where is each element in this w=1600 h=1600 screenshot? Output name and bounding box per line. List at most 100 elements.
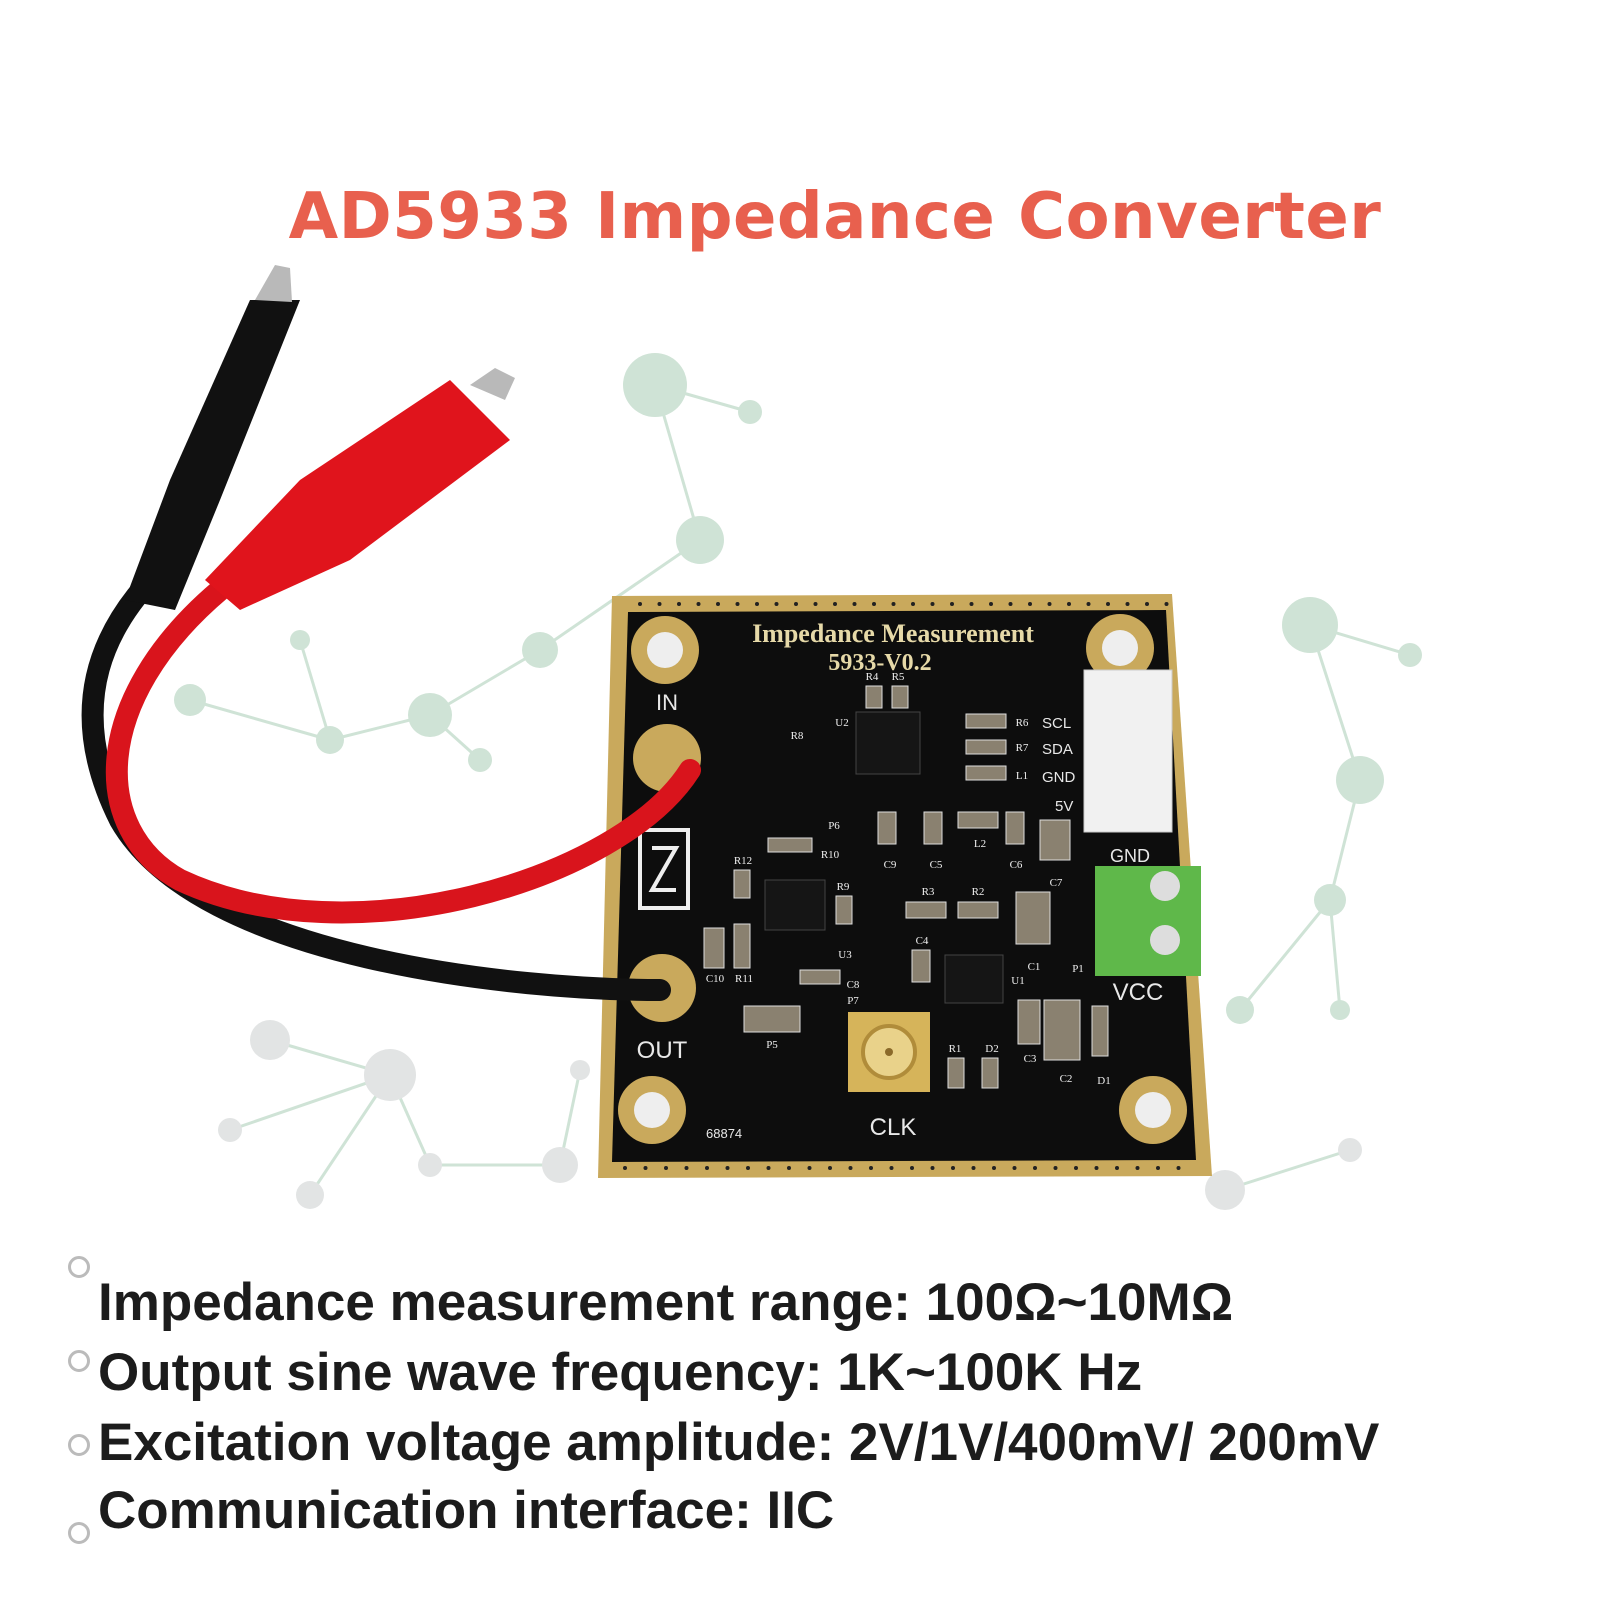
smd-component [965,713,1007,729]
designator: C7 [1050,877,1063,889]
network-node [570,1060,590,1080]
network-node [522,632,558,668]
designator: R5 [892,671,905,683]
network-link [539,538,701,652]
network-node [1338,1138,1362,1162]
network-node [623,353,687,417]
red-wire [105,579,701,924]
label-vcc: VCC [1113,979,1164,1006]
smd-component [1017,999,1041,1045]
smd-component [1015,891,1051,945]
network-link [229,1073,391,1132]
network-link [189,698,331,742]
network-node [174,684,206,716]
pcb-board: Impedance Measurement 5933-V0.2 IN OUT C… [598,594,1212,1178]
smd-component [957,811,999,829]
smd-component [891,685,909,709]
bullet-icon [68,1434,90,1456]
component-designators: R4 R5 U2 R8 R6 R7 L1 P6 C9 C5 L2 C6 C7 R… [706,671,1111,1087]
bullet-icon [68,1522,90,1544]
serial-number: 68874 [706,1126,742,1141]
red-alligator-clip [205,380,510,610]
designator: C2 [1060,1073,1073,1085]
i2c-connector [1083,669,1173,833]
test-leads [81,265,701,1001]
network-node [1330,1000,1350,1020]
network-node [218,1118,242,1142]
page-title: AD5933 Impedance Converter [288,180,1382,254]
designator: C8 [847,979,860,991]
impedance-symbol [638,828,690,910]
network-node [1398,643,1422,667]
smd-component [865,685,883,709]
designator: C3 [1024,1053,1037,1065]
label-gnd: GND [1110,846,1150,866]
designator: R1 [949,1043,962,1055]
network-node [1226,996,1254,1024]
smd-component [957,901,999,919]
smd-component [1039,819,1071,861]
mounting-hole [1086,614,1154,682]
smd-component [767,837,813,853]
mounting-hole [1119,1076,1187,1144]
spec-excitation-voltage: Excitation voltage amplitude: 2V/1V/400m… [98,1413,1380,1472]
smd-component [743,1005,801,1033]
smd-component [877,811,897,845]
ic-u2 [855,711,921,775]
designator: P1 [1072,963,1084,975]
network-node [1205,1170,1245,1210]
designator-r10: R10 [821,849,840,861]
designator-c10: C10 [706,973,725,985]
label-out: OUT [637,1037,688,1064]
network-node [408,693,452,737]
board-version: 5933-V0.2 [828,650,931,676]
designator: R2 [972,886,985,898]
smd-component [1005,811,1025,845]
network-node [290,630,310,650]
smd-component [923,811,943,845]
smd-component [905,901,947,919]
black-alligator-clip [125,300,300,610]
designator: C4 [916,935,929,947]
network-node [418,1153,442,1177]
designator: C1 [1028,961,1041,973]
ic-u3 [764,879,826,931]
network-link [1328,899,1342,1011]
spec-communication-interface: Communication interface: IIC [98,1481,835,1540]
designator: R8 [791,730,804,742]
board-title: Impedance Measurement [752,619,1034,648]
mounting-hole [618,1076,686,1144]
designator: C6 [1010,859,1023,871]
smd-component [835,895,853,925]
designator: U1 [1011,975,1024,987]
network-node [468,748,492,772]
designator: L2 [974,838,986,850]
network-node [542,1147,578,1183]
label-gnd-i2c: GND [1042,769,1076,786]
network-node [316,726,344,754]
smd-component [733,869,751,899]
ic-u1 [944,954,1004,1004]
network-node [250,1020,290,1060]
network-node [1314,884,1346,916]
designator: U2 [835,717,848,729]
designator: P7 [847,995,859,1007]
designator: R9 [837,881,850,893]
network-node [364,1049,416,1101]
spec-output-frequency: Output sine wave frequency: 1K~100K Hz [98,1343,1143,1402]
designator: D1 [1097,1075,1110,1087]
smd-component [965,765,1007,781]
label-5v: 5V [1055,798,1073,815]
designator: R6 [1016,717,1029,729]
power-terminal [1095,866,1201,976]
bullet-icon [68,1350,90,1372]
smd-component [799,969,841,985]
designator: R3 [922,886,935,898]
designator: C5 [930,859,943,871]
smd-component [965,739,1007,755]
designator: P5 [766,1039,778,1051]
designator-r11: R11 [735,973,753,985]
